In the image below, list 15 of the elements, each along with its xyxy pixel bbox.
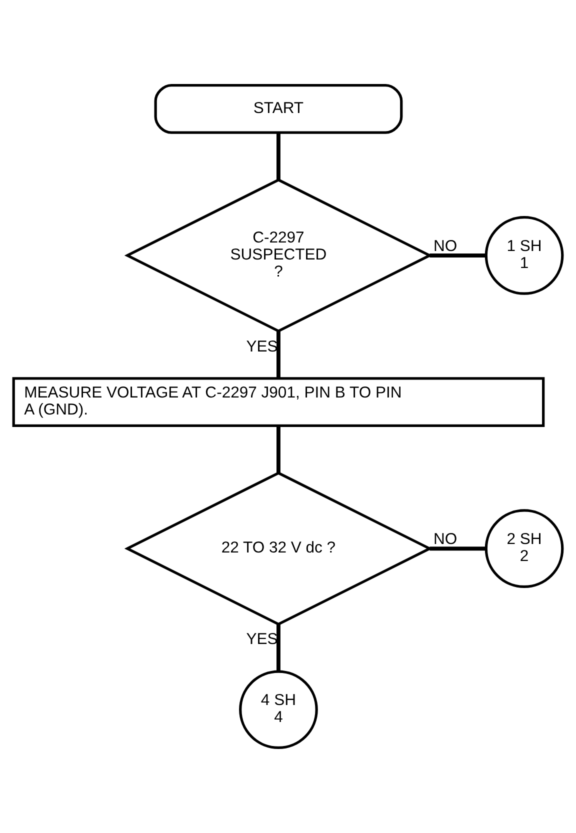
connector [430,254,486,258]
connector [276,132,280,180]
node-circle: 2 SH 2 [484,509,564,588]
node-circle: 4 SH 4 [239,670,318,750]
connector [430,546,486,551]
node-box: START [154,84,403,134]
connector [276,331,280,378]
connector [276,426,280,473]
edge-label: YES [246,631,278,648]
node-circle: 1 SH 1 [484,216,564,295]
edge-label: YES [246,338,278,356]
edge-label: NO [433,531,458,548]
edge-label: NO [433,238,458,256]
connector [276,624,280,672]
node-box: MEASURE VOLTAGE AT C-2297 J901, PIN B TO PIN A (GND). [12,377,545,428]
